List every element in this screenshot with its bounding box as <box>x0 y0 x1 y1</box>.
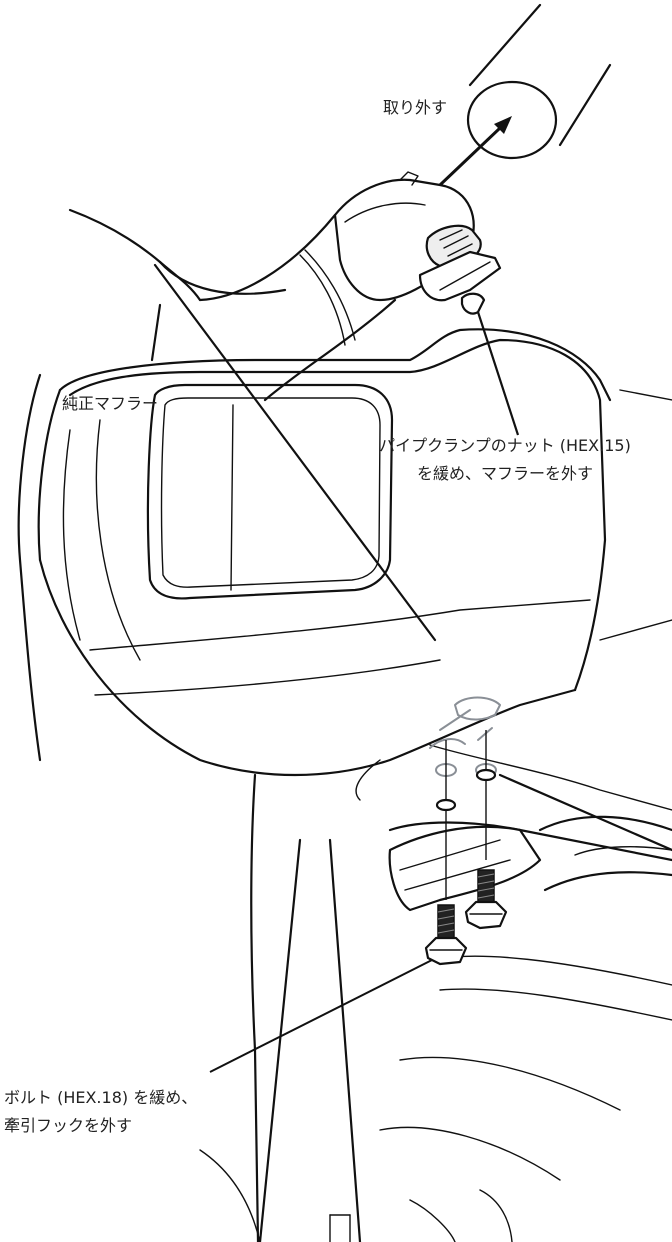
underbody-frame <box>199 389 672 1242</box>
stock-muffler-label: 純正マフラー <box>62 394 159 413</box>
aftermarket-pipe <box>466 3 612 160</box>
muffler-assembly <box>68 208 437 642</box>
pipe-clamp <box>333 171 502 315</box>
clamp-nut-instruction: パイプクランプのナット (HEX.15) を緩め、マフラーを外す <box>340 432 670 488</box>
tow-hook-hidden <box>429 696 501 777</box>
remove-arrow <box>438 116 512 187</box>
clamp-nut-line2: を緩め、マフラーを外す <box>416 464 593 483</box>
bolt-right <box>464 869 508 930</box>
bolt-line2: 牽引フックを外す <box>4 1116 133 1135</box>
clamp-nut-line1: パイプクランプのナット (HEX.15) <box>379 436 631 455</box>
remove-label: 取り外す <box>383 98 448 117</box>
clamp-nut-leader <box>476 311 520 436</box>
bolt-axis-lines <box>435 730 497 900</box>
bolt-left <box>424 904 468 966</box>
bolt-leader <box>209 959 433 1073</box>
bolt-line1: ボルト (HEX.18) を緩め、 <box>4 1088 198 1107</box>
bolt-instruction: ボルト (HEX.18) を緩め、 牽引フックを外す <box>4 1084 197 1140</box>
rear-bumper <box>17 303 612 777</box>
